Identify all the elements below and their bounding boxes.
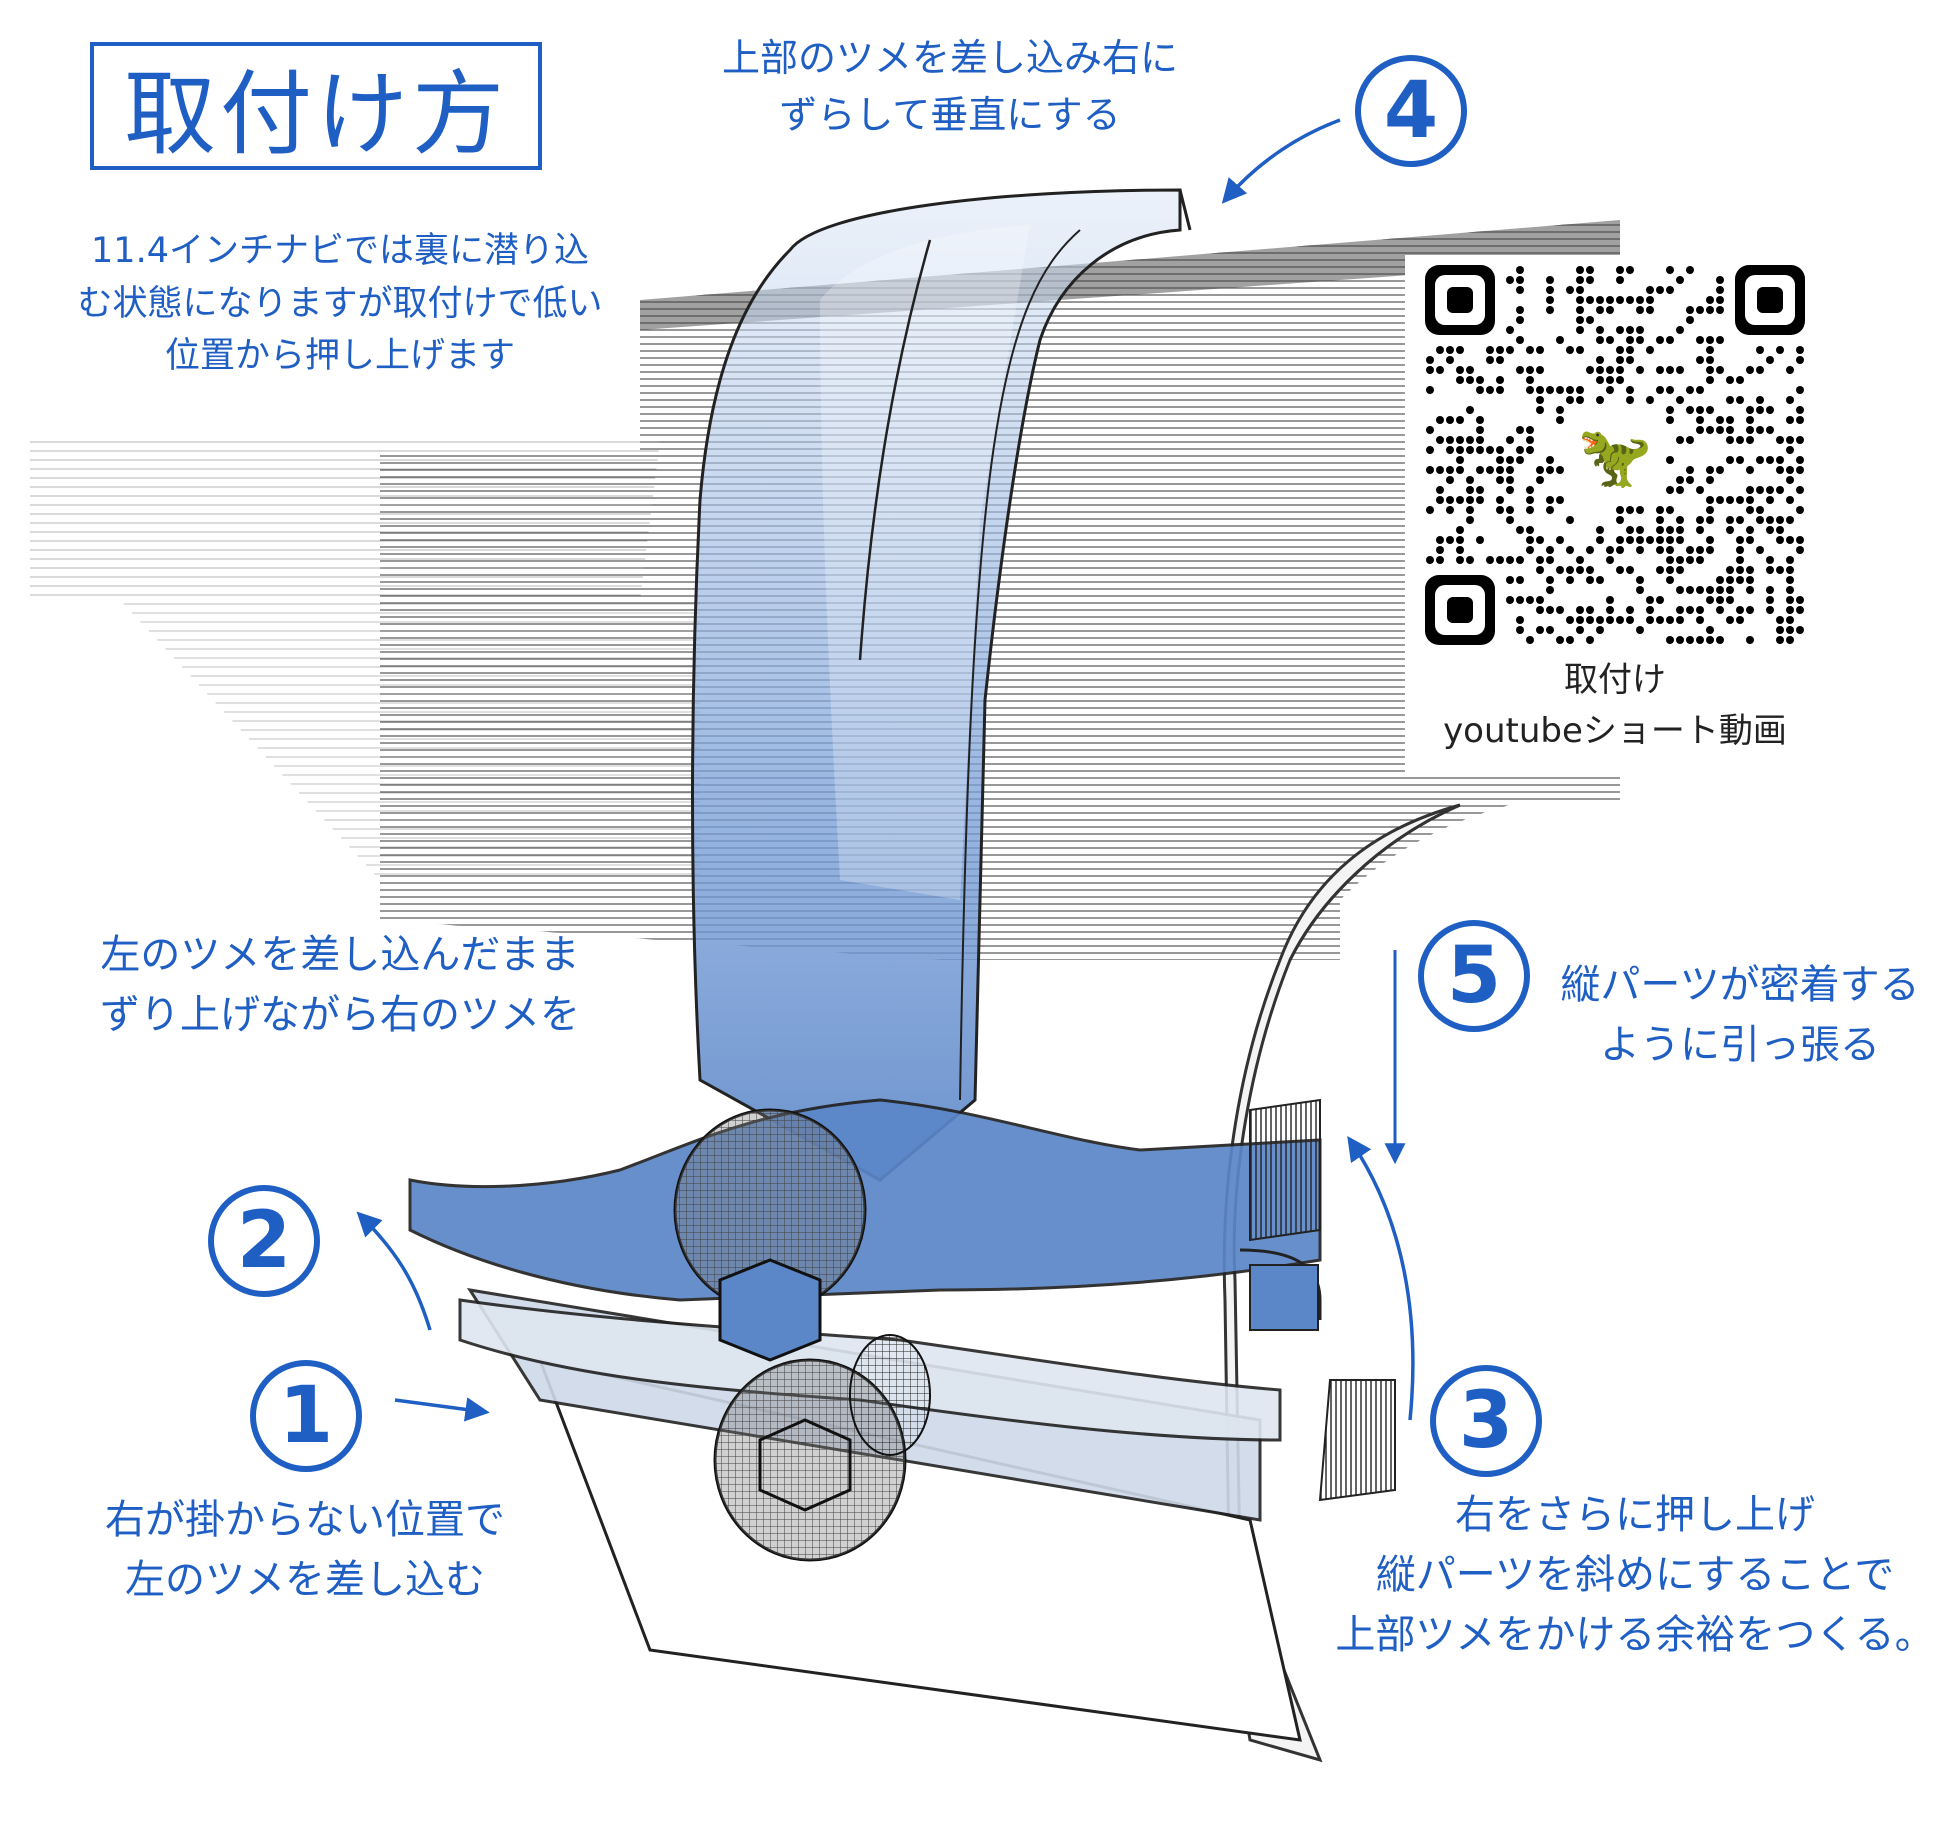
step4-note: 上部のツメを差し込み右に ずらして垂直にする: [650, 30, 1250, 144]
step3-note: 右をさらに押し上げ 縦パーツを斜めにすることで 上部ツメをかける余裕をつくる。: [1320, 1485, 1950, 1665]
step-number-5: 5: [1418, 920, 1530, 1032]
arrow-step1: [395, 1400, 485, 1412]
step3-note-line3: 上部ツメをかける余裕をつくる。: [1320, 1605, 1950, 1665]
step1-note: 右が掛からない位置で 左のツメを差し込む: [70, 1490, 540, 1610]
step2-note-line2: ずり上げながら右のツメを: [60, 985, 620, 1045]
qr-caption-line1: 取付け: [1405, 655, 1825, 706]
step4-note-line1: 上部のツメを差し込み右に: [650, 30, 1250, 87]
tip-11-4-inch: 11.4インチナビでは裏に潜り込 む状態になりますが取付けで低い 位置から押し上…: [40, 225, 640, 383]
tip-line2: む状態になりますが取付けで低い: [40, 278, 640, 331]
arrow-step3: [1350, 1140, 1413, 1420]
step-number-1: 1: [250, 1360, 362, 1472]
step2-note-line1: 左のツメを差し込んだまま: [60, 925, 620, 985]
step5-note-line1: 縦パーツが密着する: [1535, 955, 1945, 1015]
step4-note-line2: ずらして垂直にする: [650, 87, 1250, 144]
step-number-3: 3: [1430, 1365, 1542, 1477]
qr-code: 🦖: [1425, 265, 1805, 645]
qr-caption: 取付け youtubeショート動画: [1405, 655, 1825, 757]
step3-note-line2: 縦パーツを斜めにすることで: [1320, 1545, 1950, 1605]
step1-note-line1: 右が掛からない位置で: [70, 1490, 540, 1550]
step5-note: 縦パーツが密着する ように引っ張る: [1535, 955, 1945, 1075]
step-number-2: 2: [208, 1185, 320, 1297]
step-number-4: 4: [1355, 55, 1467, 167]
tip-line1: 11.4インチナビでは裏に潜り込: [40, 225, 640, 278]
ball-joint-upper: [675, 1110, 865, 1360]
dinosaur-icon: 🦖: [1578, 422, 1653, 492]
page-title: 取付け方: [90, 42, 542, 170]
tip-line3: 位置から押し上げます: [40, 330, 640, 383]
step5-note-line2: ように引っ張る: [1535, 1015, 1945, 1075]
qr-code-block: 🦖 取付け youtubeショート動画: [1405, 255, 1825, 775]
step1-note-line2: 左のツメを差し込む: [70, 1550, 540, 1610]
step3-note-line1: 右をさらに押し上げ: [1320, 1485, 1950, 1545]
qr-caption-line2: youtubeショート動画: [1405, 706, 1825, 757]
step2-note: 左のツメを差し込んだまま ずり上げながら右のツメを: [60, 925, 620, 1045]
